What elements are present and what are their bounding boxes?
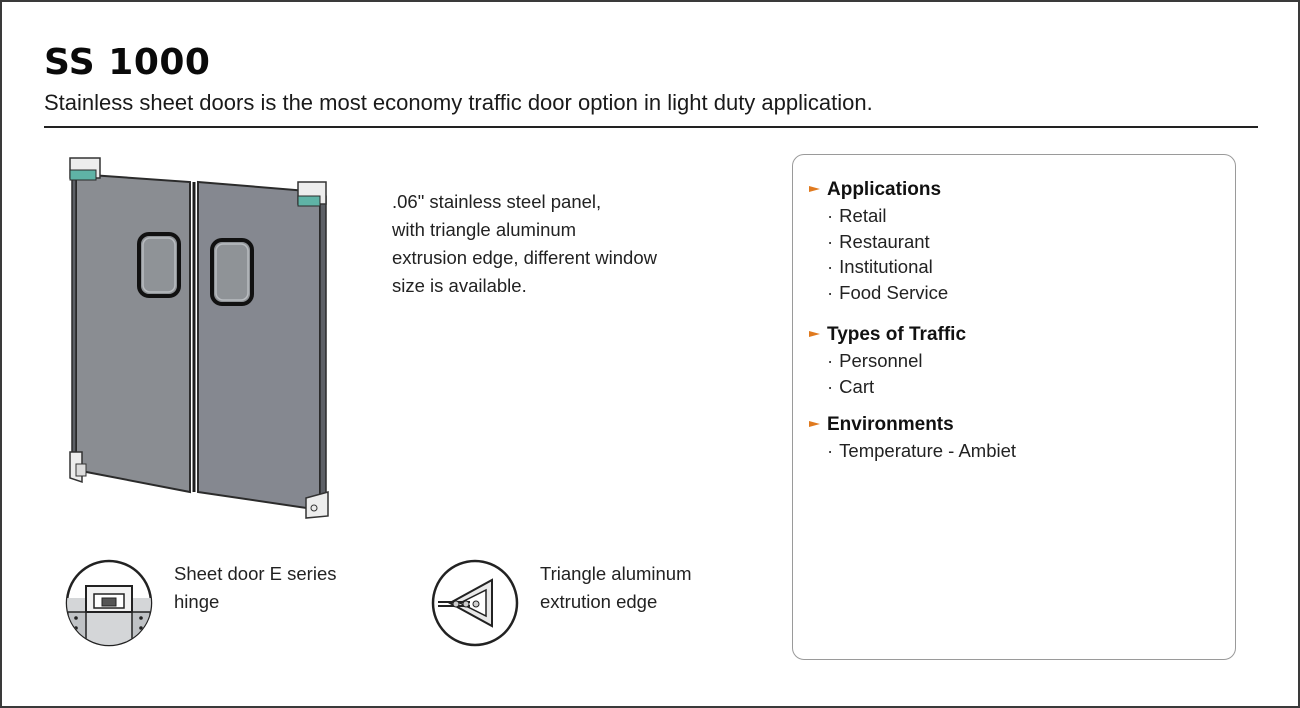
top-left-hinge <box>69 157 101 181</box>
panel-description: .06" stainless steel panel, with triangl… <box>392 188 722 300</box>
environments-section: Environments ·Temperature - Ambiet <box>807 412 1016 464</box>
left-door-panel <box>75 172 191 494</box>
page-subtitle: Stainless sheet doors is the most econom… <box>44 90 873 115</box>
description-line: size is available. <box>392 275 527 296</box>
traffic-section: Types of Traffic ·Personnel ·Cart <box>807 322 966 399</box>
bottom-right-bracket <box>305 491 329 519</box>
hinge-icon <box>65 559 153 647</box>
page-title: SS 1000 <box>44 42 211 83</box>
hinge-caption: Sheet door E series hinge <box>174 560 336 616</box>
list-item: ·Retail <box>827 205 887 226</box>
list-item: ·Institutional <box>827 256 933 277</box>
list-item: ·Personnel <box>827 350 923 371</box>
description-line: with triangle aluminum <box>392 219 577 240</box>
specs-panel: Applications ·Retail ·Restaurant ·Instit… <box>792 154 1236 660</box>
description-line: extrusion edge, different window <box>392 247 657 268</box>
header-divider <box>44 126 1258 128</box>
edge-caption: Triangle aluminum extrution edge <box>540 560 692 616</box>
list-item: ·Temperature - Ambiet <box>827 440 1017 461</box>
list-item: ·Restaurant <box>827 230 930 252</box>
description-line: .06" stainless steel panel, <box>392 191 602 212</box>
bottom-left-bracket <box>69 451 87 484</box>
left-window <box>137 232 181 298</box>
list-item: ·Cart <box>827 375 875 397</box>
arrow-marker-icon <box>809 421 820 427</box>
section-heading: Types of Traffic <box>807 322 966 348</box>
top-right-hinge <box>297 181 327 207</box>
triangle-edge-icon <box>431 559 519 647</box>
right-window <box>210 238 254 306</box>
arrow-marker-icon <box>809 331 820 337</box>
caption-line: Triangle aluminum <box>540 563 692 584</box>
applications-section: Applications ·Retail ·Restaurant ·Instit… <box>807 177 948 305</box>
caption-line: extrution edge <box>540 591 658 612</box>
arrow-marker-icon <box>809 186 820 192</box>
caption-line: hinge <box>174 591 220 612</box>
section-heading: Applications <box>807 177 948 203</box>
caption-line: Sheet door E series <box>174 563 337 584</box>
double-door-illustration <box>69 157 329 519</box>
section-heading: Environments <box>807 412 1016 438</box>
right-door-panel <box>197 180 321 512</box>
list-item: ·Food Service <box>827 281 949 303</box>
